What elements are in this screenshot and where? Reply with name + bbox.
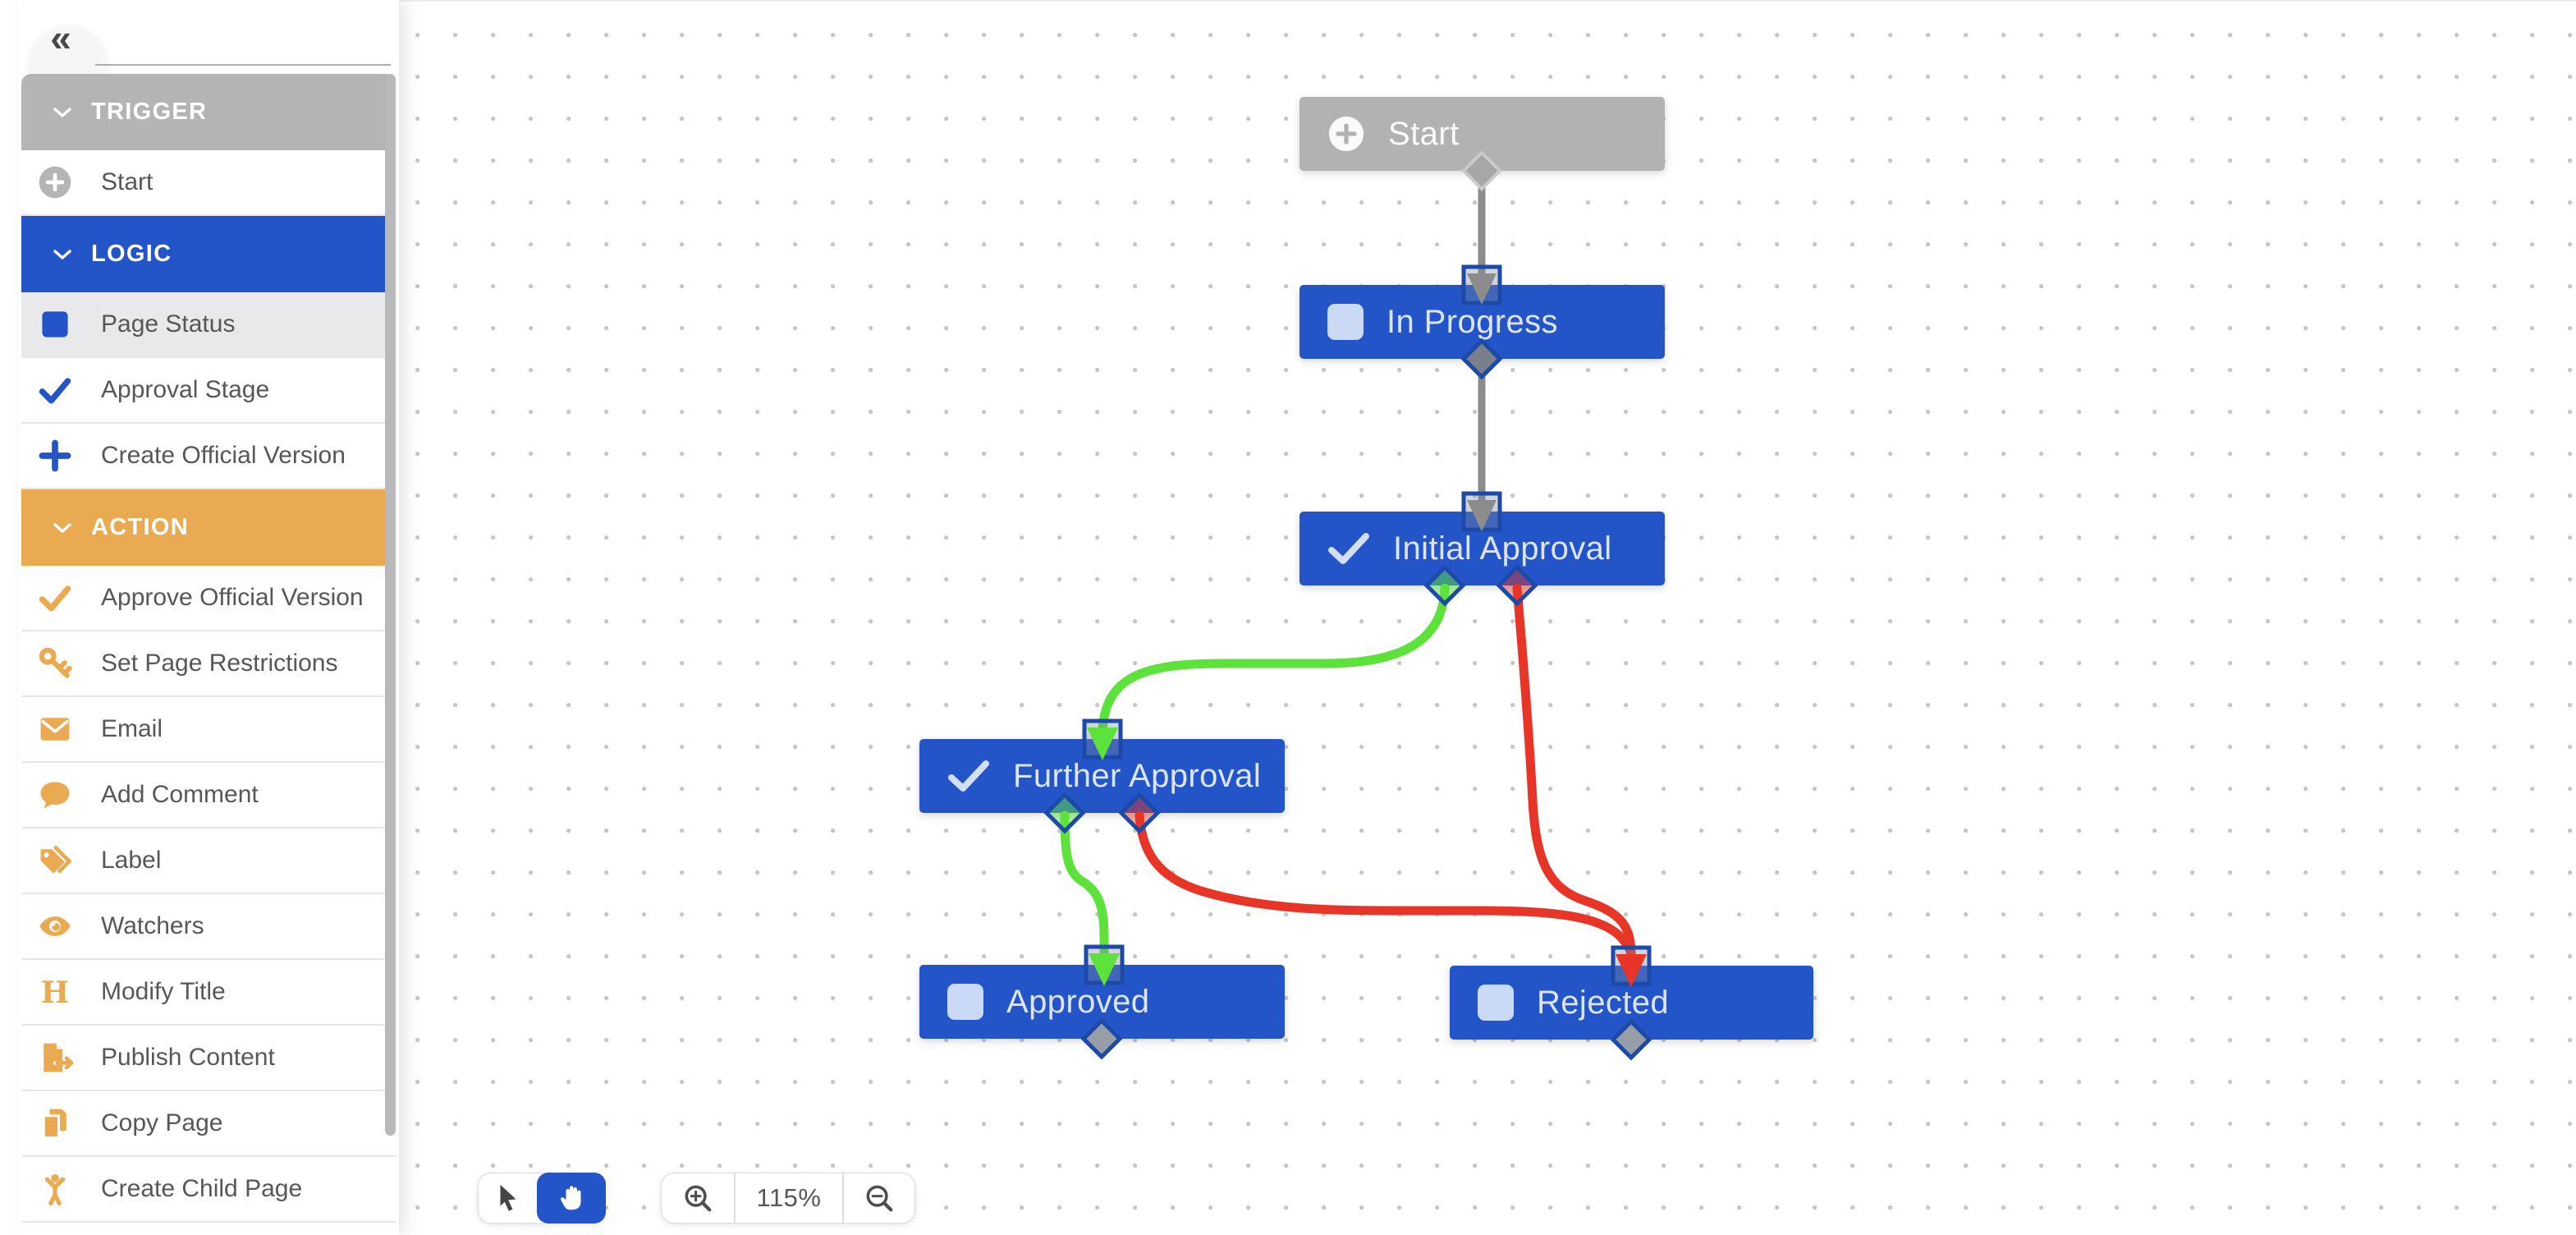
workflow-canvas[interactable] xyxy=(399,0,2576,1235)
sidebar-item-label: Add Comment xyxy=(101,781,259,808)
check-icon xyxy=(37,580,73,616)
chevron-down-icon xyxy=(52,521,73,535)
status-square-icon xyxy=(1478,985,1514,1021)
sidebar-item-label: Create Official Version xyxy=(101,442,346,469)
sidebar-item-create-official-version[interactable]: Create Official Version xyxy=(21,424,396,489)
collapse-sidebar-button[interactable]: « xyxy=(34,11,87,64)
pointer-tool-button[interactable] xyxy=(479,1173,538,1223)
sidebar-item-label: Create Child Page xyxy=(101,1175,303,1202)
sidebar-item-email[interactable]: Email xyxy=(21,697,396,763)
sidebar-item-label: Label xyxy=(101,847,162,874)
sidebar-item-start[interactable]: Start xyxy=(21,150,396,216)
section-header-logic[interactable]: LOGIC xyxy=(21,216,396,292)
sidebar-item-label: Watchers xyxy=(101,912,204,939)
zoom-in-button[interactable] xyxy=(662,1173,734,1223)
sidebar-item-label: Set Page Restrictions xyxy=(101,650,338,677)
child-icon xyxy=(37,1171,73,1207)
sidebar-header: « xyxy=(18,0,399,112)
sidebar-item-label: Page Status xyxy=(101,310,236,337)
node-initial-approval[interactable]: Initial Approval xyxy=(1299,512,1665,585)
zoom-in-icon xyxy=(682,1182,713,1214)
sidebar-item-label[interactable]: Label xyxy=(21,829,396,894)
node-label: Further Approval xyxy=(1013,757,1262,794)
node-label: Rejected xyxy=(1537,984,1670,1021)
node-label: In Progress xyxy=(1387,303,1558,340)
pointer-icon xyxy=(494,1182,522,1214)
sidebar-item-label: Publish Content xyxy=(101,1044,275,1071)
zoom-out-icon xyxy=(864,1182,895,1214)
sidebar-item-add-comment[interactable]: Add Comment xyxy=(21,763,396,829)
envelope-icon xyxy=(37,711,73,747)
tag-icon xyxy=(37,842,73,879)
section-label: TRIGGER xyxy=(91,99,208,125)
section-header-action[interactable]: ACTION xyxy=(21,489,396,566)
copy-icon xyxy=(37,1105,73,1141)
comment-icon xyxy=(37,777,73,813)
zoom-level[interactable]: 115% xyxy=(734,1173,844,1223)
sidebar-item-approve-official-version[interactable]: Approve Official Version xyxy=(21,566,396,631)
sidebar-item-page-status[interactable]: Page Status xyxy=(21,292,396,358)
sidebar-item-set-page-restrictions[interactable]: Set Page Restrictions xyxy=(21,631,396,697)
chevron-down-icon xyxy=(52,247,73,262)
sidebar-item-label: Email xyxy=(101,715,163,742)
eye-icon xyxy=(37,908,73,944)
node-in-progress[interactable]: In Progress xyxy=(1299,285,1665,359)
node-rejected[interactable]: Rejected xyxy=(1450,966,1813,1040)
pan-tool-button[interactable] xyxy=(537,1173,606,1224)
status-square-icon xyxy=(947,984,983,1020)
status-square-icon xyxy=(37,306,73,342)
check-icon xyxy=(947,758,990,794)
palette-sections: TRIGGER Start LOGIC Page Status Approv xyxy=(21,74,396,1223)
zoom-controls: 115% xyxy=(661,1173,915,1224)
check-icon xyxy=(37,372,73,408)
sidebar-item-modify-title[interactable]: H Modify Title xyxy=(21,960,396,1026)
hand-icon xyxy=(556,1182,587,1214)
status-square-icon xyxy=(1327,304,1364,340)
heading-icon: H xyxy=(37,974,73,1010)
chevron-down-icon xyxy=(52,105,73,120)
sidebar-item-publish-content[interactable]: Publish Content xyxy=(21,1026,396,1091)
node-label: Initial Approval xyxy=(1393,530,1612,567)
sidebar-item-copy-page[interactable]: Copy Page xyxy=(21,1091,396,1157)
tool-switcher xyxy=(478,1173,606,1224)
svg-text:H: H xyxy=(41,975,70,1010)
section-header-trigger[interactable]: TRIGGER xyxy=(21,74,396,150)
node-further-approval[interactable]: Further Approval xyxy=(919,739,1285,813)
sidebar-item-watchers[interactable]: Watchers xyxy=(21,894,396,960)
node-start[interactable]: Start xyxy=(1299,97,1665,171)
sidebar-item-label: Modify Title xyxy=(101,978,226,1005)
key-icon xyxy=(37,645,73,682)
sidebar-item-label: Start xyxy=(101,168,154,195)
plus-circle-icon xyxy=(37,164,73,200)
sidebar-scrollbar[interactable] xyxy=(385,74,396,1136)
plus-icon xyxy=(37,438,73,474)
zoom-out-button[interactable] xyxy=(844,1173,914,1223)
plus-circle-icon xyxy=(1327,115,1365,153)
sidebar-item-label: Approve Official Version xyxy=(101,584,364,611)
node-label: Approved xyxy=(1006,983,1150,1020)
sidebar-item-approval-stage[interactable]: Approval Stage xyxy=(21,358,396,424)
sidebar-item-create-child-page[interactable]: Create Child Page xyxy=(21,1157,396,1223)
search-input[interactable] xyxy=(95,28,391,66)
node-approved[interactable]: Approved xyxy=(919,965,1285,1039)
check-icon xyxy=(1327,530,1370,567)
publish-icon xyxy=(37,1040,73,1076)
section-label: ACTION xyxy=(91,514,189,540)
sidebar-item-label: Approval Stage xyxy=(101,376,270,403)
section-label: LOGIC xyxy=(91,241,172,267)
sidebar: « TRIGGER Start LOGIC Page xyxy=(18,0,399,1235)
node-label: Start xyxy=(1388,115,1460,152)
sidebar-item-label: Copy Page xyxy=(101,1109,223,1136)
